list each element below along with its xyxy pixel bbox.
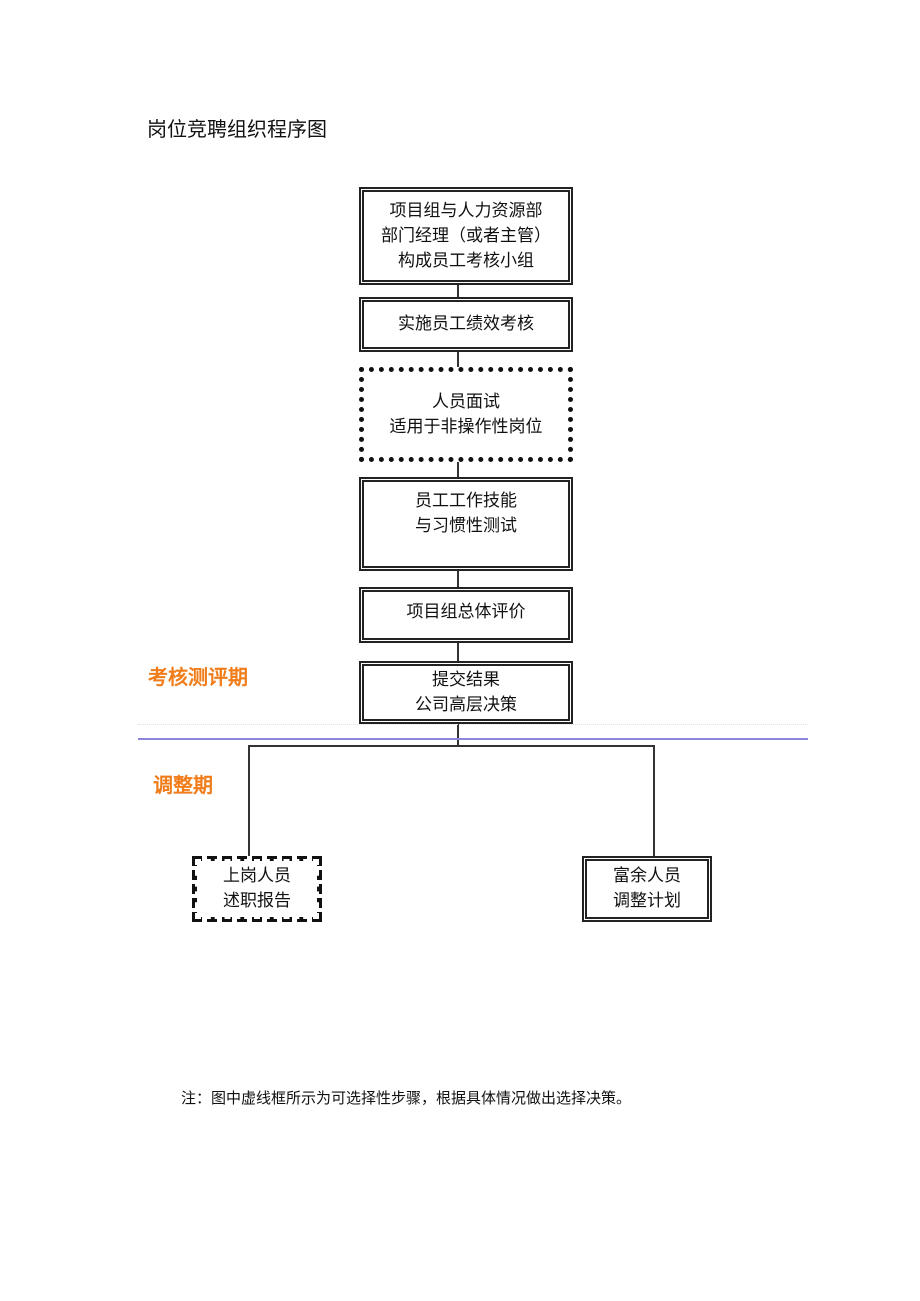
branch-right-line-1: 富余人员 — [613, 866, 681, 886]
footnote: 注：图中虚线框所示为可选择性步骤，根据具体情况做出选择决策。 — [181, 1089, 632, 1107]
step-4-line-2: 与习惯性测试 — [415, 516, 517, 536]
step-1-line-2: 部门经理（或者主管） — [381, 225, 551, 246]
branch-right-line — [653, 745, 655, 857]
step-6-line-1: 提交结果 — [432, 669, 500, 690]
phase-label-assessment: 考核测评期 — [148, 665, 248, 689]
step-6-line-2: 公司高层决策 — [415, 694, 517, 715]
connector-4-5 — [457, 571, 459, 588]
branch-left-line-2: 述职报告 — [223, 891, 291, 911]
diagram-title: 岗位竞聘组织程序图 — [147, 117, 327, 141]
step-1-line-1: 项目组与人力资源部 — [389, 200, 543, 221]
step-2-line-1: 实施员工绩效考核 — [398, 314, 534, 334]
step-skill-habit-test: 员工工作技能 与习惯性测试 — [359, 477, 573, 571]
phase-divider — [138, 738, 808, 740]
phase-dotted-guide — [138, 724, 808, 725]
step-interview-optional: 人员面试 适用于非操作性岗位 — [359, 367, 573, 462]
branch-right-line-2: 调整计划 — [613, 891, 681, 911]
branch-surplus-adjustment: 富余人员 调整计划 — [582, 856, 712, 922]
branch-horizontal — [248, 745, 655, 747]
step-submit-results: 提交结果 公司高层决策 — [359, 661, 573, 724]
step-5-line-1: 项目组总体评价 — [406, 602, 526, 622]
branch-onboard-report-optional: 上岗人员 述职报告 — [192, 856, 322, 922]
connector-5-6 — [457, 643, 459, 661]
step-1-line-3: 构成员工考核小组 — [398, 250, 534, 271]
phase-label-adjustment: 调整期 — [153, 773, 213, 797]
step-overall-evaluation: 项目组总体评价 — [359, 587, 573, 643]
step-3-line-2: 适用于非操作性岗位 — [389, 416, 543, 437]
step-performance-assessment: 实施员工绩效考核 — [359, 297, 573, 352]
connector-6-split — [457, 724, 459, 747]
step-form-assessment-team: 项目组与人力资源部 部门经理（或者主管） 构成员工考核小组 — [359, 187, 573, 285]
branch-left-line-1: 上岗人员 — [223, 866, 291, 886]
connector-3-4 — [457, 462, 459, 477]
step-4-line-1: 员工工作技能 — [415, 491, 517, 511]
branch-left-line — [248, 745, 250, 857]
connector-1-2 — [457, 285, 459, 299]
step-3-line-1: 人员面试 — [432, 391, 500, 412]
connector-2-3 — [457, 352, 459, 367]
